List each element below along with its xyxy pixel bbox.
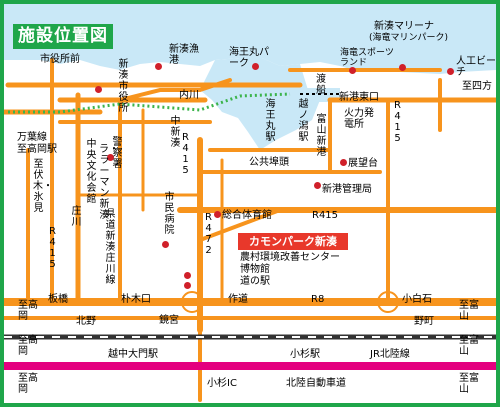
map-canvas	[4, 4, 496, 402]
r415-center-label: R415	[182, 132, 189, 176]
to-takaoka-3: 至高岡	[18, 373, 38, 395]
road-north-diag	[118, 78, 232, 102]
hospital-label: 市民病院	[164, 192, 175, 236]
manyo-line-sub: 至高岡駅	[17, 144, 57, 155]
police-marker	[107, 154, 114, 161]
road-network	[4, 58, 496, 402]
manyo-line-label: 万葉線	[17, 132, 47, 143]
shinko-east-label: 新港東口	[339, 92, 379, 103]
koshinokata-stn-label: 越ノ潟駅	[298, 99, 309, 143]
sea	[4, 4, 496, 74]
gym-label: 総合体育館	[222, 210, 272, 221]
police-label: 警察署	[112, 137, 123, 170]
facility-museum: 博物館	[240, 264, 270, 275]
ferry-label: 渡船	[316, 74, 326, 96]
roundabout-kagamimiya	[181, 291, 203, 313]
kaiomaru-park-label: 海王丸パーク	[229, 47, 269, 69]
facility-michi-no-eki: 道の駅	[240, 276, 270, 287]
kaiomaru-stn-label: 海王丸駅	[265, 99, 276, 143]
city-hall-marker	[95, 86, 102, 93]
culture-hall-label: 中央文化会館	[86, 139, 97, 205]
marina-label: 新湊マリーナ	[374, 21, 434, 32]
port-office-marker	[314, 182, 321, 189]
place-kagamimiya: 鏡宮	[159, 315, 179, 326]
city-hall-label: 新湊市役所	[118, 59, 129, 114]
marina-marker	[399, 64, 406, 71]
fishing-port-label: 新湊漁港	[169, 44, 199, 66]
city-hall-mae-label: 市役所前	[40, 54, 80, 65]
kosugi-stn-label: 小杉駅	[290, 349, 320, 360]
to-fushiki-label: 至伏木・氷見	[33, 159, 53, 214]
r415-east-label: R415	[394, 100, 401, 144]
place-itabashi: 板橋	[48, 294, 68, 305]
place-bokukiguchi: 朴木口	[121, 294, 151, 305]
jr-hokuriku-label: JR北陸線	[370, 349, 410, 360]
expressway	[4, 362, 496, 370]
to-toyama-1: 至富山	[459, 300, 479, 322]
public-pier-label: 公共埠頭	[249, 157, 289, 168]
sportsland-marker	[349, 67, 356, 74]
fishing-port-marker	[155, 63, 162, 70]
uchikawa-label: 内川	[179, 90, 199, 101]
observatory-label: 展望台	[348, 158, 378, 169]
power-plant-label: 火力発電所	[344, 108, 374, 130]
expressway-label: 北陸自動車道	[286, 378, 346, 389]
gym-marker	[214, 211, 221, 218]
to-toyama-2: 至富山	[459, 335, 479, 357]
to-takaoka-1: 至高岡	[18, 300, 38, 322]
place-noda: 野町	[414, 316, 434, 327]
marina-sub-label: (海竜マリンパーク)	[369, 33, 449, 43]
etchu-daimon-stn-label: 越中大門駅	[108, 349, 158, 360]
observatory-marker	[340, 159, 347, 166]
naka-shinminato-label: 中新湊	[170, 116, 181, 149]
lagoon-label: ラ・ラーマン新湊	[99, 144, 119, 221]
prefectural-road-label: 県道新湊庄川線	[105, 209, 116, 286]
map-title: 施設位置図	[13, 24, 113, 49]
place-sakuzo: 作道	[228, 294, 248, 305]
kaiomaru-marker	[252, 63, 259, 70]
to-toyama-3: 至富山	[459, 373, 479, 395]
shoko-river-label: 庄川	[71, 206, 82, 228]
to-shiko-label: 至四方	[462, 81, 492, 92]
hospital-marker	[162, 241, 169, 248]
sportsland-label: 海竜スポーツランド	[340, 48, 394, 68]
kamon-park-label: カモンパーク新湊	[238, 233, 348, 250]
beach-marker	[447, 68, 454, 75]
r415-west-label: R415	[49, 226, 56, 270]
port-office-label: 新港管理局	[322, 184, 372, 195]
artificial-beach-label: 人工ビーチ	[456, 56, 496, 78]
roundabout-koshirakashi	[377, 291, 399, 313]
facility-marker-1	[184, 272, 191, 279]
place-kitano: 北野	[76, 316, 96, 327]
r472-label: R472	[205, 212, 212, 256]
place-koshirakashi: 小白石	[402, 294, 432, 305]
facility-center: 農村環境改善センター	[240, 252, 340, 263]
facility-marker-2	[184, 282, 191, 289]
r8-label: R8	[311, 294, 325, 305]
road-park	[198, 208, 282, 242]
to-takaoka-2: 至高岡	[18, 335, 38, 357]
toyama-shinko-label: 富山新港	[316, 114, 327, 158]
r415-mid-label: R415	[312, 210, 339, 221]
kosugi-ic-label: 小杉IC	[207, 378, 237, 389]
